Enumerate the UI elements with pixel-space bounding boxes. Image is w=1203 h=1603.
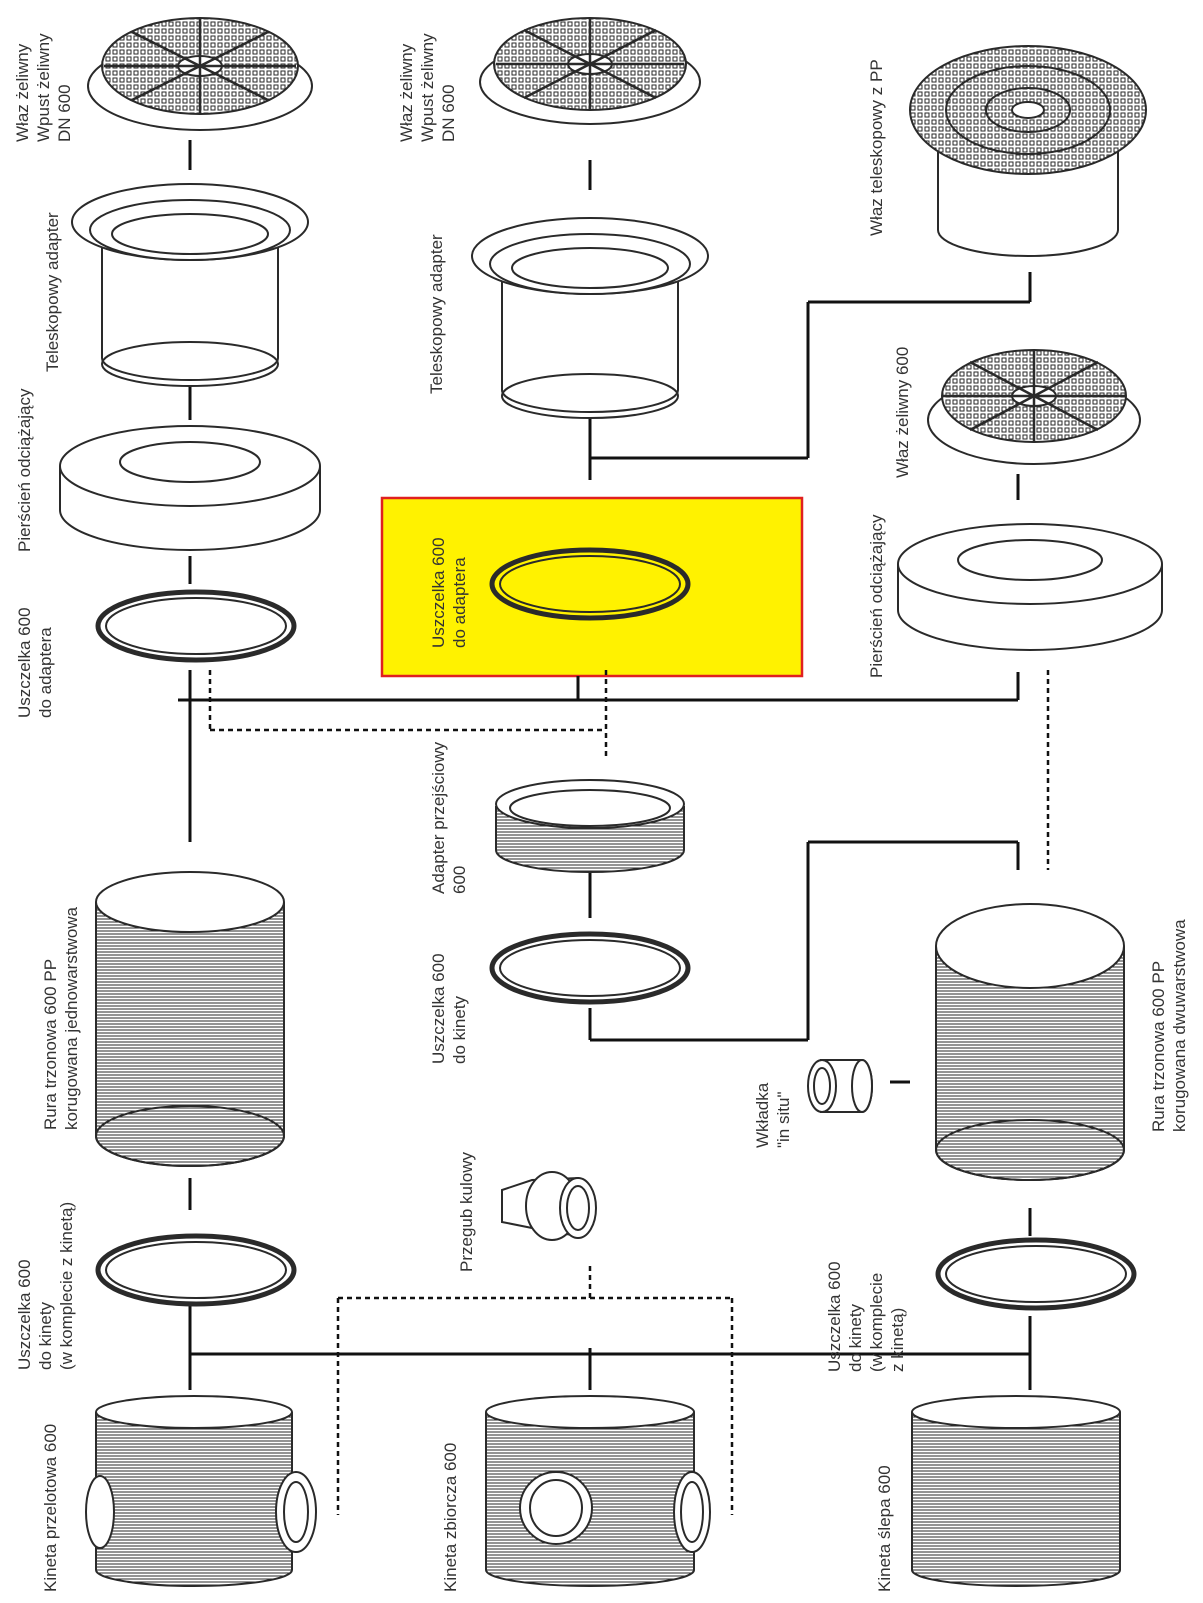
base-collector-icon [485,1395,711,1587]
manhole-cover-icon [927,349,1141,465]
label-col1-base-through: Kineta przelotowa 600 [41,1423,60,1592]
label-col3-gasket-base: Uszczelka 600 do kinety (w komplecie z k… [825,1261,907,1372]
telescopic-pp-cover-icon [909,45,1147,257]
label-col3-base-blind: Kineta ślepa 600 [875,1465,894,1592]
corrugated-pipe-icon [935,903,1125,1181]
gasket-icon [95,589,297,663]
transition-adapter-icon [495,779,685,873]
label-col1-manhole-cover: Właz żeliwny Wpust żeliwny DN 600 [13,33,74,142]
manhole-cover-icon [479,17,701,125]
highlighted-gasket-icon [489,547,691,621]
label-col1-pipe-single: Rura trzonowa 600 PP korugowana jednowar… [41,906,81,1130]
label-col1-telescopic-adapter: Teleskopowy adapter [43,212,62,372]
label-col3-relief-ring: Pierścień odciążający [867,514,886,678]
label-col2-telescopic-adapter: Teleskopowy adapter [427,234,446,394]
manhole-cover-icon [87,17,313,131]
label-col2-gasket-base: Uszczelka 600 do kinety [429,953,469,1064]
label-col1-relief-ring: Pierścień odciążający [15,388,34,552]
gasket-icon [489,931,691,1005]
telescopic-adapter-icon [71,183,309,387]
label-col2-ball-joint: Przegub kulowy [457,1151,476,1272]
label-col2-manhole-cover: Właz żeliwny Wpust żeliwny DN 600 [397,33,458,142]
corrugated-pipe-icon [95,871,285,1167]
label-col3-cast-cover: Właz żeliwny 600 [893,346,912,478]
label-col3-pipe-double: Rura trzonowa 600 PP korugowana dwuwarst… [1149,919,1189,1132]
relief-ring-icon [897,523,1163,651]
base-blind-icon [911,1395,1121,1587]
label-col1-gasket-adapter: Uszczelka 600 do adaptera [15,607,55,718]
label-col2-base-collector: Kineta zbiorcza 600 [441,1442,460,1592]
gasket-icon [935,1237,1137,1311]
label-col1-gasket-base: Uszczelka 600 do kinety (w komplecie z k… [15,1201,76,1370]
dotted-lines [208,670,1050,1515]
highlight-box [380,496,804,678]
ball-joint-icon [501,1171,597,1241]
label-col3-telescopic-pp: Właz teleskopowy z PP [867,59,886,236]
connection-lines [178,140,1032,1390]
gasket-icon [95,1233,297,1307]
relief-ring-icon [59,425,321,551]
label-col2-transition-adapter: Adapter przejściowy 600 [429,741,469,894]
base-through-icon [85,1395,317,1587]
label-col2-gasket-adapter: Uszczelka 600 do adaptera [429,537,469,648]
telescopic-adapter-icon [471,217,709,419]
insert-in-situ-icon [807,1059,873,1113]
label-col3-insert-in-situ: Wkładka "in situ" [753,1082,793,1148]
